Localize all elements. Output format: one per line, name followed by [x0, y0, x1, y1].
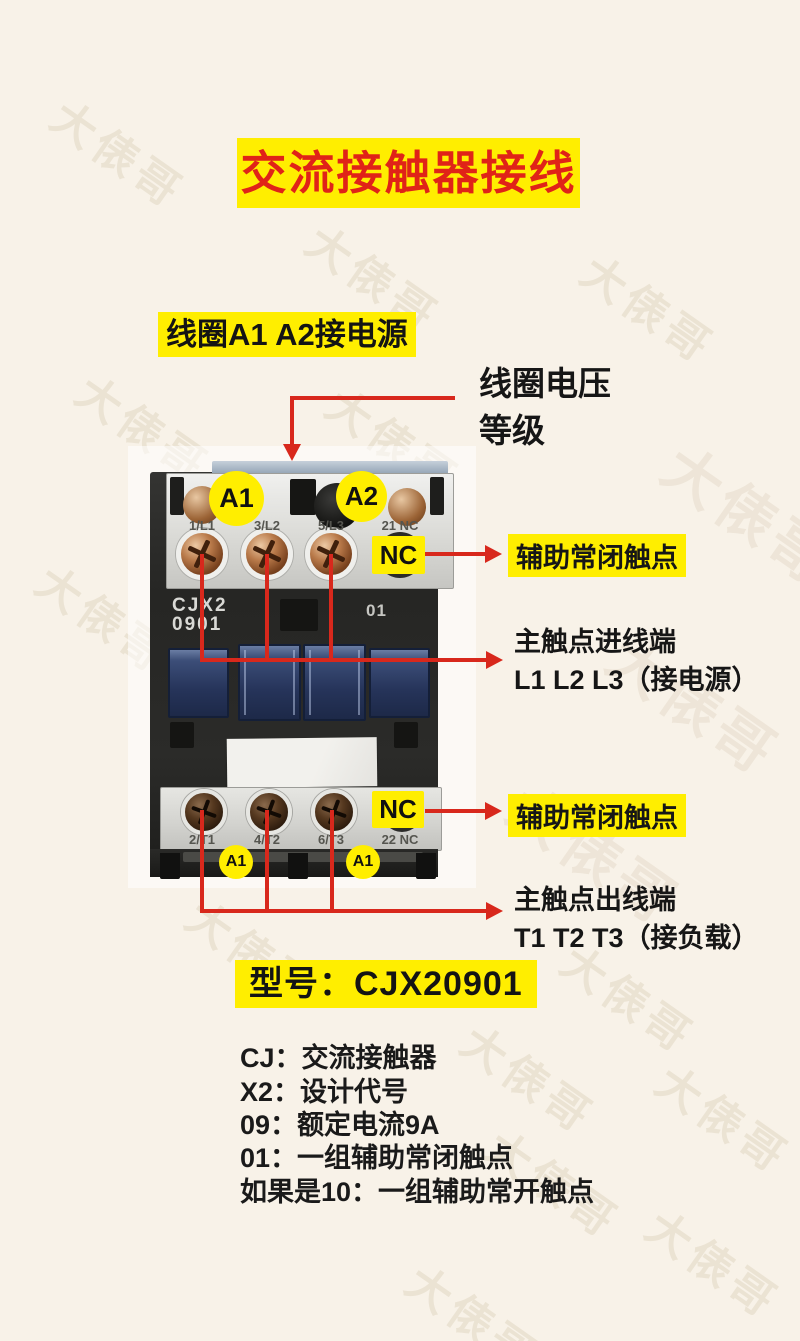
arrow-down-icon: [283, 444, 301, 461]
coil-terminal-a1-badge: A1: [209, 471, 264, 526]
coil-wiring-heading: 线圈A1 A2接电源: [158, 312, 416, 357]
main-in-wire-L3: [329, 554, 333, 662]
watermark-text: 大俵哥: [571, 247, 723, 374]
watermark-text: 大俵哥: [636, 1202, 788, 1329]
terminal-label-1L1: 1/L1: [188, 518, 215, 533]
main-in-detail: L1 L2 L3（接电源）: [514, 665, 759, 695]
bottom-sticker-a1-right: A1: [346, 845, 380, 879]
watermark-text: 大俵哥: [451, 1017, 603, 1144]
coil-voltage-line2: 等级: [479, 412, 545, 449]
coil-voltage-line1: 线圈电压: [479, 365, 611, 402]
watermark-text: 大俵哥: [646, 1057, 798, 1184]
contact-window: [303, 644, 366, 721]
label-strip: [226, 737, 378, 788]
main-out-wire-T3: [330, 810, 334, 911]
contactor-top-cap: [212, 461, 448, 475]
model-number-heading: 型号：CJX20901: [235, 960, 537, 1008]
contact-window: [238, 644, 301, 721]
terminal-label-5L3: 5/L3: [317, 518, 344, 533]
arrow-right-icon: [485, 545, 502, 563]
arrow-right-icon: [486, 902, 503, 920]
watermark-text: 大俵哥: [41, 92, 193, 219]
main-in-wire-L1: [200, 554, 204, 662]
contactor-model-line2: 0901: [172, 614, 223, 635]
coil-terminal-a2-badge: A2: [336, 471, 387, 522]
terminal-screw-T1: [181, 789, 227, 835]
contactor-foot: [416, 853, 436, 879]
arrow-right-icon: [485, 802, 502, 820]
main-out-wire-T2: [265, 810, 269, 911]
coil-voltage-wire: [290, 396, 455, 400]
terminal-screw-T3: [311, 789, 357, 835]
main-out-title: 主触点出线端: [514, 885, 676, 915]
legend-item-x2: X2：设计代号: [240, 1077, 409, 1107]
terminal-label-21NC: 21 NC: [381, 518, 419, 533]
main-out-detail: T1 T2 T3（接负载）: [514, 923, 759, 953]
main-out-wire-T1: [200, 810, 204, 911]
contactor-foot: [160, 853, 180, 879]
main-in-title: 主触点进线端: [514, 627, 676, 657]
coil-voltage-wire: [290, 396, 294, 446]
body-recess: [394, 722, 418, 748]
contactor-mount-tab: [430, 477, 444, 515]
contactor-mount-tab: [170, 477, 184, 515]
legend-item-01: 01：一组辅助常闭触点: [240, 1143, 514, 1173]
nc-sticker-top: NC: [372, 536, 425, 574]
legend-item-09: 09：额定电流9A: [240, 1110, 440, 1140]
coil-screw-right: [388, 488, 426, 526]
contactor-model-marking: CJX2 0901: [172, 596, 228, 634]
aux-nc-top-label: 辅助常闭触点: [508, 534, 686, 577]
coil-voltage-annotation: 线圈电压 等级: [479, 360, 611, 454]
aux-nc-bottom-wire: [425, 809, 487, 813]
contactor-aux-code: 01: [366, 601, 387, 620]
body-recess: [170, 722, 194, 748]
body-recess: [280, 599, 318, 631]
bottom-sticker-a1-left: A1: [219, 845, 253, 879]
contactor-foot: [288, 853, 308, 879]
page-title: 交流接触器接线: [237, 138, 580, 208]
contactor-center-slot: [290, 479, 316, 515]
aux-nc-top-wire: [425, 552, 487, 556]
main-in-wire: [200, 658, 488, 662]
main-in-wire-L2: [265, 554, 269, 662]
legend-item-10: 如果是10：一组辅助常开触点: [240, 1177, 595, 1207]
terminal-label-3L2: 3/L2: [253, 518, 280, 533]
watermark-text: 大俵哥: [396, 1257, 548, 1341]
legend-item-cj: CJ：交流接触器: [240, 1043, 437, 1073]
main-out-wire: [200, 909, 488, 913]
terminal-label-22NC: 22 NC: [381, 832, 419, 847]
aux-nc-bottom-label: 辅助常闭触点: [508, 794, 686, 837]
arrow-right-icon: [486, 651, 503, 669]
contactor-model-line1: CJX2: [172, 596, 228, 615]
terminal-screw-T2: [246, 789, 292, 835]
nc-sticker-bottom: NC: [372, 791, 424, 828]
